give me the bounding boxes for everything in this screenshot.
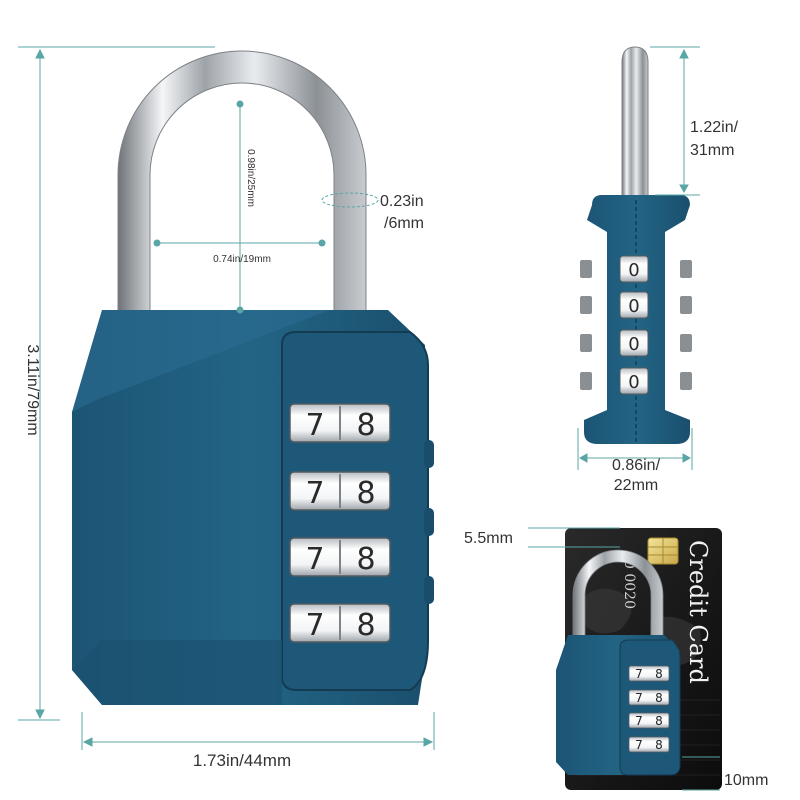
front-dial-4-right-digit: 8 bbox=[356, 608, 375, 643]
shackle-inner-width-label: 0.74in/19mm bbox=[213, 254, 271, 265]
front-dial-edge-bumps bbox=[424, 440, 434, 604]
card-dial-4-left-digit: 7 bbox=[635, 738, 643, 752]
front-width-label: 1.73in/44mm bbox=[193, 751, 291, 770]
front-bottom-ridge bbox=[72, 640, 282, 705]
side-dial-gears bbox=[580, 260, 692, 390]
side-shackle bbox=[621, 46, 649, 201]
card-brand-text: Credit Card bbox=[684, 540, 712, 684]
card-dimension-lines bbox=[528, 527, 720, 791]
side-depth-label-line2: 22mm bbox=[614, 477, 658, 494]
front-padlock: 7 8 7 8 7 8 7 8 bbox=[72, 50, 434, 705]
side-dial-2[interactable]: 0 bbox=[619, 291, 649, 319]
side-padlock: 0 0 0 0 bbox=[580, 46, 692, 444]
side-depth-label-line1: 0.86in/ bbox=[612, 457, 661, 474]
side-dial-4[interactable]: 0 bbox=[619, 367, 649, 395]
side-dial-2-digit: 0 bbox=[628, 296, 639, 317]
front-shackle bbox=[117, 50, 367, 331]
card-dial-1-left-digit: 7 bbox=[635, 667, 643, 681]
card-number-fragment: 0 0020 bbox=[621, 560, 637, 609]
front-dial-3[interactable]: 7 8 bbox=[289, 537, 391, 577]
shackle-inner-height-label: 0.98in/25mm bbox=[245, 149, 256, 207]
card-dial-1-right-digit: 8 bbox=[655, 667, 663, 681]
side-shackle-height-label-line1: 1.22in/ bbox=[690, 119, 739, 136]
shackle-thickness-label-line2: /6mm bbox=[384, 215, 424, 232]
side-dial-3-digit: 0 bbox=[628, 334, 639, 355]
card-dial-3-left-digit: 7 bbox=[635, 714, 643, 728]
front-dial-1[interactable]: 7 8 bbox=[289, 403, 391, 443]
side-dial-1-digit: 0 bbox=[628, 260, 639, 281]
front-dimension-lines bbox=[18, 46, 435, 750]
card-padlock: 7 8 7 8 7 8 7 8 bbox=[556, 549, 681, 776]
side-lock-body bbox=[584, 195, 690, 444]
card-padlock-dial-4[interactable]: 7 8 bbox=[628, 736, 670, 753]
shackle-thickness-label-line1: 0.23in bbox=[380, 193, 424, 210]
side-shackle-height-label-line2: 31mm bbox=[690, 142, 734, 159]
card-chip-lines bbox=[648, 538, 678, 564]
front-dial-2[interactable]: 7 8 bbox=[289, 471, 391, 511]
front-dial-3-right-digit: 8 bbox=[356, 542, 375, 577]
front-dial-4-left-digit: 7 bbox=[305, 608, 324, 643]
front-body-chamfer bbox=[72, 310, 330, 412]
front-dial-2-left-digit: 7 bbox=[305, 476, 324, 511]
side-dimension-lines bbox=[577, 46, 700, 470]
front-height-label: 3.11in/79mm bbox=[24, 344, 41, 435]
card-thickness-label: 5.5mm bbox=[464, 530, 513, 547]
card-padlock-dial-1[interactable]: 7 8 bbox=[628, 665, 670, 682]
card-padlock-shackle bbox=[572, 549, 664, 641]
front-dial-1-right-digit: 8 bbox=[356, 408, 375, 443]
front-dial-4[interactable]: 7 8 bbox=[289, 603, 391, 643]
card-padlock-dial-3[interactable]: 7 8 bbox=[628, 712, 670, 729]
side-dial-1[interactable]: 0 bbox=[619, 255, 649, 283]
front-dial-3-left-digit: 7 bbox=[305, 542, 324, 577]
side-dial-4-digit: 0 bbox=[628, 372, 639, 393]
card-dial-2-left-digit: 7 bbox=[635, 691, 643, 705]
card-dial-2-right-digit: 8 bbox=[655, 691, 663, 705]
lock-thickness-label: 10mm bbox=[724, 772, 768, 789]
front-dial-1-left-digit: 7 bbox=[305, 408, 324, 443]
front-dial-2-right-digit: 8 bbox=[356, 476, 375, 511]
card-padlock-dial-2[interactable]: 7 8 bbox=[628, 689, 670, 706]
card-padlock-dial-housing bbox=[619, 639, 681, 776]
side-dial-3[interactable]: 0 bbox=[619, 329, 649, 357]
card-dial-4-right-digit: 8 bbox=[655, 738, 663, 752]
card-dial-3-right-digit: 8 bbox=[655, 714, 663, 728]
